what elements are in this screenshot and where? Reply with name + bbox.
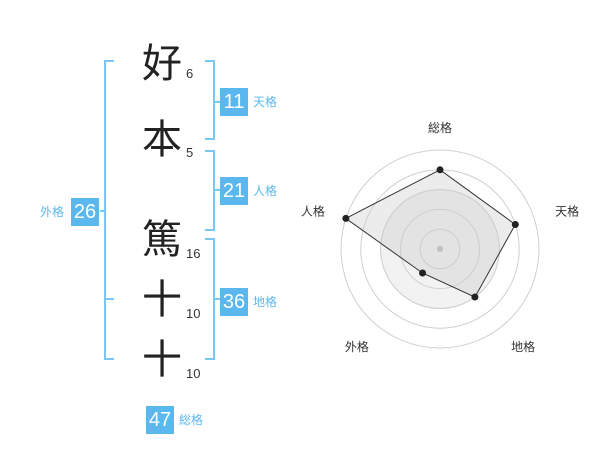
radar-data-polygon: [344, 169, 516, 298]
tenkaku-value: 11: [220, 88, 248, 116]
stroke-count-5: 10: [186, 366, 201, 381]
name-char-3: 篤: [142, 217, 182, 263]
gaikaku-divider-tick: [104, 298, 114, 300]
stroke-count-4: 10: [186, 306, 201, 321]
stroke-count-3: 16: [186, 246, 201, 261]
gaikaku-label: 外格: [40, 205, 65, 219]
radar-point-4: [419, 269, 427, 277]
jinkaku-connector: [214, 189, 220, 191]
chikaku-connector: [214, 298, 220, 300]
radar-point-5: [342, 214, 350, 222]
stroke-count-1: 6: [186, 66, 194, 81]
tenkaku-connector: [214, 101, 220, 103]
radar-inner-ring-1: [419, 228, 461, 270]
gaikaku-connector: [100, 210, 106, 212]
radar-inner-ring-3: [380, 189, 500, 309]
radar-point-1: [436, 166, 444, 174]
jinkaku-label: 人格: [253, 184, 278, 198]
chikaku-label: 地格: [253, 295, 278, 309]
radar-point-2: [511, 221, 519, 229]
radar-axis-label-5: 人格: [301, 204, 325, 219]
radar-axis-label-3: 地格: [511, 339, 535, 354]
radar-axis-label-1: 総格: [428, 120, 452, 135]
name-char-5: 十: [142, 337, 182, 383]
name-char-1: 好: [142, 41, 182, 87]
radar-point-3: [471, 293, 479, 301]
radar-grid-ring-5: [340, 149, 540, 349]
tenkaku-bracket: [205, 60, 215, 140]
chikaku-value: 36: [220, 288, 248, 316]
radar-axis-label-4: 外格: [345, 339, 369, 354]
tenkaku-label: 天格: [253, 95, 278, 109]
radar-axis-label-2: 天格: [555, 204, 579, 219]
radar-inner-ring-2: [399, 208, 481, 290]
name-char-2: 本: [142, 117, 182, 163]
soukaku-value: 47: [146, 406, 174, 434]
name-char-4: 十: [142, 277, 182, 323]
gaikaku-value: 26: [71, 198, 99, 226]
radar-center-dot: [437, 246, 443, 252]
jinkaku-value: 21: [220, 177, 248, 205]
stroke-count-2: 5: [186, 145, 194, 160]
soukaku-label: 総格: [179, 413, 204, 427]
